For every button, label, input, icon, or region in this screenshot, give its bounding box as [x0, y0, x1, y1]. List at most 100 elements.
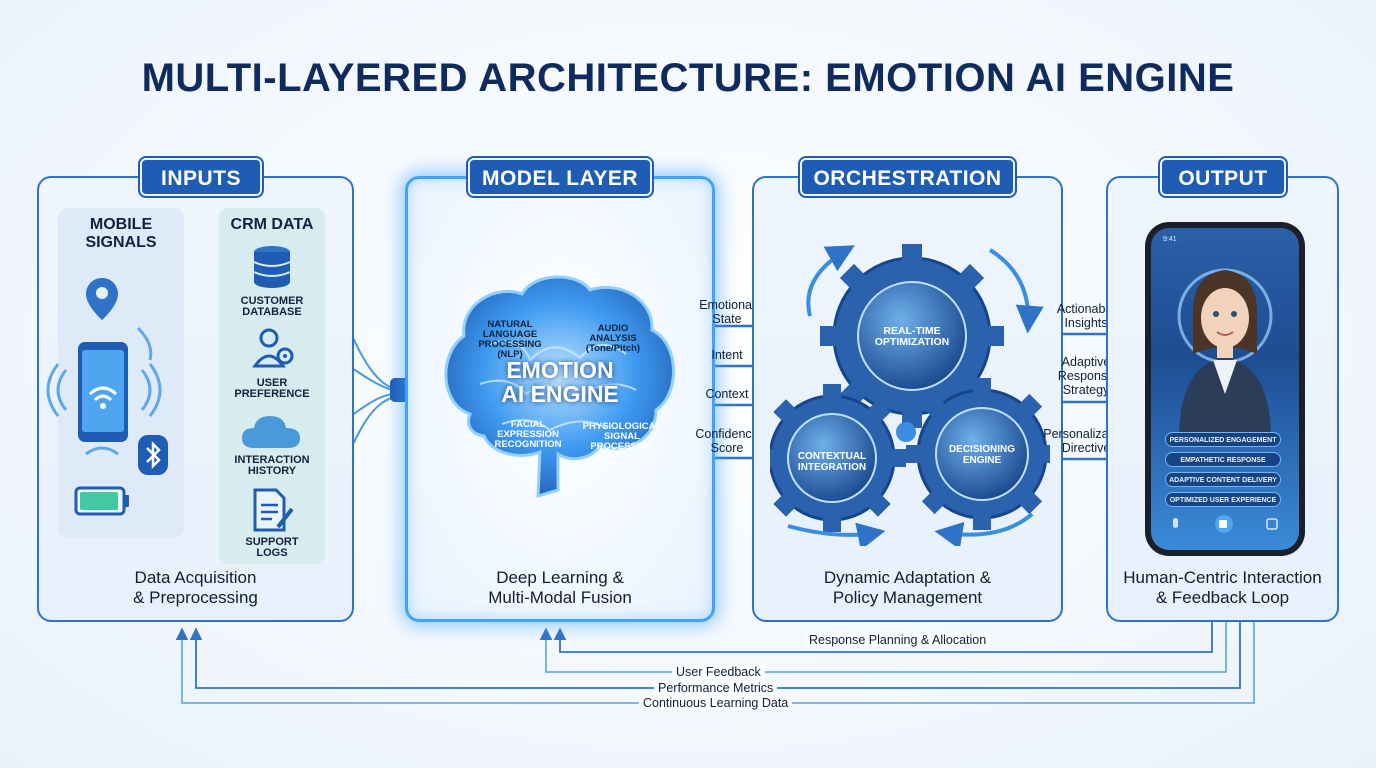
crm-item-label: PREFERENCE [234, 388, 310, 400]
flow-label-line: Response [1057, 369, 1115, 383]
gears-icon [770, 244, 1050, 546]
flow-label-context: Context [705, 387, 749, 401]
crm-item-label: LOGS [256, 547, 288, 559]
feedback-response-planning [553, 622, 1213, 653]
crm-item-label: INTERACTION [234, 454, 310, 466]
nlp-label-line: NATURAL [487, 319, 533, 330]
crm-item-user-preference: USER PREFERENCE [222, 378, 322, 400]
nlp-label: NATURAL LANGUAGE PROCESSING (NLP) [470, 320, 550, 360]
mobile-signals-title: MOBILE SIGNALS [58, 216, 184, 252]
bluetooth-icon [138, 435, 168, 475]
output-pill-adaptive-content: ADAPTIVE CONTENT DELIVERY [1165, 472, 1281, 487]
output-pill-empathetic-response: EMPATHETIC RESPONSE [1165, 452, 1281, 467]
smartphone-icon [78, 342, 128, 442]
orchestration-caption-line2: Policy Management [832, 588, 983, 607]
crm-item-label: USER [256, 377, 288, 389]
model-layer-caption: Deep Learning & Multi-Modal Fusion [405, 568, 715, 608]
face-label-line: EXPRESSION [497, 429, 559, 440]
flow-label-emotional-state: Emotional State [686, 298, 768, 326]
physio-label-line: PHYSIOLOGICAL [582, 421, 662, 432]
emotion-ai-engine-label: EMOTION AI ENGINE [488, 358, 632, 406]
gear-label-line: OPTIMIZATION [874, 336, 950, 348]
document-icon [253, 488, 294, 532]
mobile-signals-title-line2: SIGNALS [85, 234, 157, 251]
output-caption-line2: & Feedback Loop [1155, 588, 1290, 607]
output-pill-optimized-experience: OPTIMIZED USER EXPERIENCE [1165, 492, 1281, 507]
output-caption-line1: Human-Centric Interaction [1123, 568, 1322, 587]
model-layer-title: MODEL LAYER [468, 158, 652, 196]
inputs-caption-line1: Data Acquisition [134, 568, 257, 587]
flow-label-confidence-score: Confidence Score [686, 427, 768, 455]
flow-label-line: Actionable [1056, 302, 1116, 316]
flow-label-intent: Intent [711, 348, 743, 362]
orchestration-title: ORCHESTRATION [800, 158, 1015, 196]
face-label-line: RECOGNITION [494, 439, 562, 450]
phone-controls-icon [1173, 515, 1278, 533]
model-caption-line2: Multi-Modal Fusion [488, 588, 632, 607]
physiological-signal-label: PHYSIOLOGICAL SIGNAL PROCESSING [574, 422, 670, 452]
facial-expression-label: FACIAL EXPRESSION RECOGNITION [486, 420, 570, 450]
inputs-title: INPUTS [140, 158, 262, 196]
feedback-label-response-planning: Response Planning & Allocation [805, 633, 991, 647]
feedback-label-user-feedback: User Feedback [672, 665, 765, 679]
avatar-icon [1177, 268, 1273, 434]
crm-item-label: SUPPORT [245, 536, 299, 548]
gear-label-line: DECISIONING [948, 444, 1016, 455]
flow-label-line: Emotional [699, 298, 755, 312]
audio-analysis-label: AUDIO ANALYSIS (Tone/Pitch) [578, 324, 648, 354]
physio-label-line: SIGNAL [604, 431, 640, 442]
phone-status-time: 9:41 [1163, 236, 1177, 243]
flow-label-adaptive-response: Adaptive Response Strategy [1038, 355, 1134, 397]
feedback-label-performance-metrics: Performance Metrics [654, 681, 778, 695]
audio-label-line: AUDIO [597, 323, 629, 334]
output-title: OUTPUT [1160, 158, 1286, 196]
flow-label-line: Score [710, 441, 744, 455]
output-caption: Human-Centric Interaction & Feedback Loo… [1106, 568, 1339, 608]
user-gear-icon [252, 328, 294, 368]
gear-label-line: ENGINE [962, 455, 1002, 466]
flow-label-line: Directive [1061, 441, 1111, 455]
crm-item-interaction-history: INTERACTION HISTORY [222, 455, 322, 477]
crm-item-label: CUSTOMER [240, 295, 304, 307]
feedback-label-continuous-learning: Continuous Learning Data [639, 696, 793, 710]
audio-label-line: (Tone/Pitch) [585, 343, 641, 354]
mobile-signals-title-line1: MOBILE [89, 216, 153, 233]
flow-label-line: Insights [1064, 316, 1108, 330]
nlp-label-line: PROCESSING [478, 339, 542, 350]
gear-label-line: INTEGRATION [797, 462, 867, 473]
database-icon [253, 246, 291, 288]
flow-label-line: State [712, 312, 742, 326]
cloud-icon [242, 416, 300, 448]
inputs-caption: Data Acquisition & Preprocessing [37, 568, 354, 608]
brain-icon [444, 275, 675, 499]
crm-item-label: HISTORY [247, 465, 297, 477]
crm-data-title: CRM DATA [230, 216, 314, 233]
nlp-label-line: LANGUAGE [482, 329, 538, 340]
physio-label-line: PROCESSING [590, 441, 654, 452]
diagram-title: MULTI-LAYERED ARCHITECTURE: EMOTION AI E… [141, 56, 1235, 100]
gear-label-decisioning-engine: DECISIONING ENGINE [934, 444, 1030, 466]
output-pill-personalized-engagement: PERSONALIZED ENGAGEMENT [1165, 432, 1281, 447]
flow-label-actionable-insights: Actionable Insights [1038, 302, 1134, 330]
crm-item-support-logs: SUPPORT LOGS [222, 537, 322, 559]
location-pin-icon [86, 278, 118, 320]
gear-label-line: CONTEXTUAL [797, 451, 867, 462]
orchestration-caption: Dynamic Adaptation & Policy Management [752, 568, 1063, 608]
gear-label-realtime-optimization: REAL-TIME OPTIMIZATION [856, 326, 968, 348]
battery-icon [74, 486, 129, 516]
gear-label-line: REAL-TIME [883, 325, 941, 337]
inputs-caption-line2: & Preprocessing [133, 588, 258, 607]
signal-waves-icon [46, 326, 162, 456]
gear-label-contextual-integration: CONTEXTUAL INTEGRATION [784, 451, 880, 473]
flow-label-line: Adaptive [1061, 355, 1111, 369]
model-caption-line1: Deep Learning & [496, 568, 624, 587]
flow-label-line: Confidence [695, 427, 759, 441]
orchestration-caption-line1: Dynamic Adaptation & [823, 568, 992, 587]
audio-label-line: ANALYSIS [589, 333, 637, 344]
crm-item-customer-database: CUSTOMER DATABASE [222, 296, 322, 318]
engine-label-line1: EMOTION [506, 357, 614, 383]
flow-label-line: Strategy [1062, 383, 1110, 397]
face-label-line: FACIAL [510, 419, 546, 430]
nlp-label-line: (NLP) [497, 349, 523, 360]
engine-label-line2: AI ENGINE [501, 381, 619, 407]
